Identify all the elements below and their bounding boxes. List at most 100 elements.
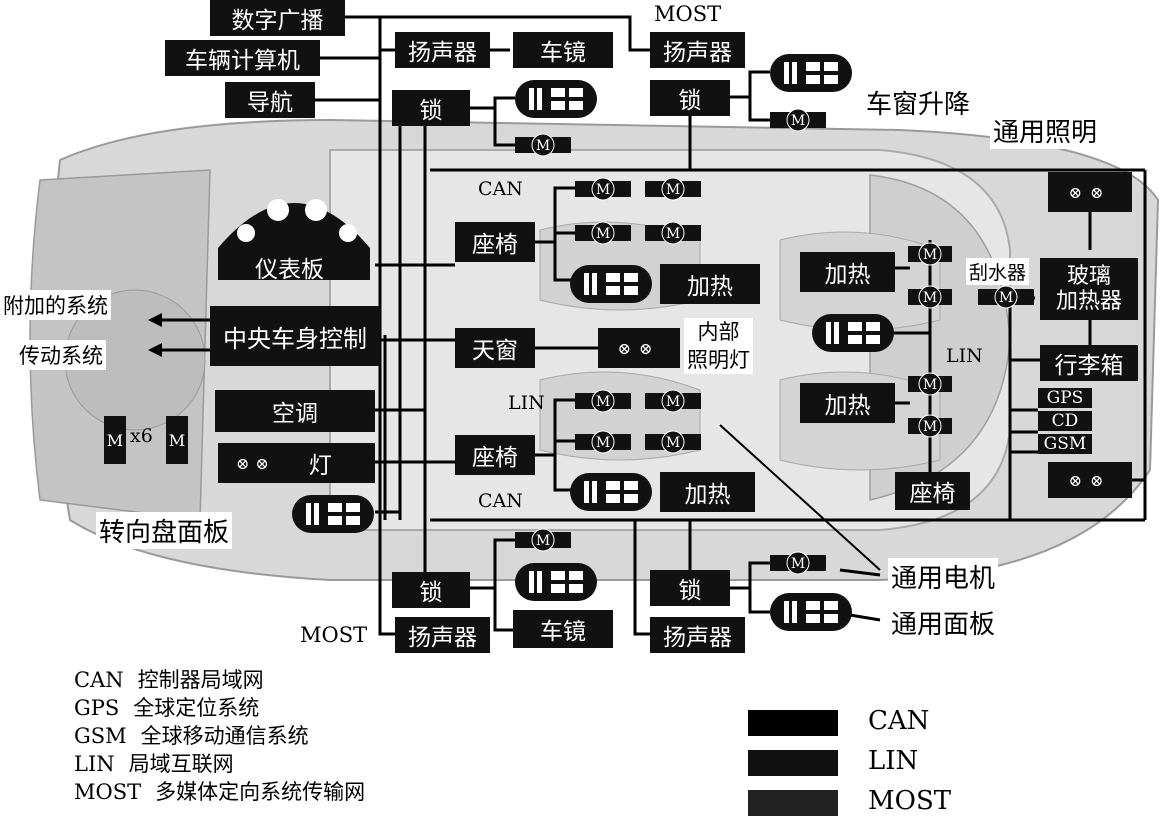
motor-icon: M [770, 108, 826, 132]
motor-icon: M [575, 389, 631, 413]
svg-text:M: M [923, 419, 937, 435]
legend-abbr-description: 控制器局域网 [138, 668, 264, 692]
trunk-box: 行李箱 [1040, 345, 1138, 381]
wiper-label: 刮水器 [966, 258, 1029, 285]
svg-text:M: M [666, 182, 680, 198]
heating-right-upper-box: 加热 [800, 252, 895, 292]
cd-box: CD [1038, 411, 1092, 431]
interior-lights-label: 内部照明灯 [684, 318, 753, 374]
legend-abbr-description: 全球移动通信系统 [141, 724, 309, 748]
motor-icon: M [645, 430, 701, 454]
seat-front-box: 座椅 [455, 222, 535, 262]
motor-icon: M [645, 389, 701, 413]
vehicle-computer-box: 车辆计算机 [165, 40, 320, 76]
central-body-control-box: 中央车身控制 [210, 306, 380, 366]
legend-bus-swatch [748, 710, 838, 736]
heating-right-lower-box: 加热 [800, 383, 895, 423]
speaker-rear-right-box: 扬声器 [650, 617, 745, 653]
general-lighting-lamp-rear-icon: ⊗⊗ [1048, 462, 1132, 498]
motor-icon: M [908, 414, 952, 438]
motor-icon: M [908, 242, 952, 266]
svg-text:M: M [923, 247, 937, 263]
lin-label-right: LIN [946, 345, 983, 367]
lin-label-left: LIN [508, 392, 545, 414]
rear-seat-heat-switch-icon [812, 314, 894, 352]
general-panel-switch-icon [770, 593, 852, 631]
motor-x6-label: x6 [130, 425, 153, 447]
lights-box: ⊗⊗ 灯 [218, 443, 375, 483]
motor-icon: M [575, 430, 631, 454]
legend-abbr-row: GPS 全球定位系统 [74, 692, 259, 722]
general-lighting-lamp-front-icon: ⊗⊗ [1048, 172, 1132, 212]
legend-abbr-description: 全球定位系统 [133, 696, 259, 720]
motor-icon: M [908, 285, 952, 309]
motor-icon: M [575, 177, 631, 201]
steering-panel-label: 转向盘面板 [96, 512, 232, 549]
lock-rear-left-box: 锁 [392, 572, 470, 608]
legend-abbr-description: 多媒体定向系统传输网 [155, 780, 365, 804]
most-label-bottom: MOST [300, 623, 367, 647]
motor-icon: M [978, 285, 1034, 309]
motor-icon: M [645, 177, 701, 201]
motor-icon: M [645, 221, 701, 245]
drive-system-label: 传动系统 [16, 340, 106, 370]
seat-heat-switch-front-icon [570, 265, 652, 303]
svg-text:M: M [596, 182, 610, 198]
speaker-front-left-box: 扬声器 [395, 32, 490, 68]
most-label-top: MOST [654, 2, 721, 26]
lock-front-left-box: 锁 [392, 90, 470, 126]
svg-text:M: M [666, 226, 680, 242]
legend-bus-swatch [748, 750, 838, 776]
motor-icon: M [908, 372, 952, 396]
motor-left-icon: M [104, 416, 126, 464]
legend-bus-name: MOST [868, 786, 951, 816]
mirror-switch-front-icon [515, 80, 597, 118]
legend-abbr-row: LIN局域互联网 [74, 748, 234, 778]
motor-right-icon: M [166, 416, 188, 464]
general-motor-label: 通用电机 [888, 558, 998, 595]
digital-broadcast-box: 数字广播 [210, 0, 345, 36]
legend-abbr-term: LIN [74, 752, 115, 776]
glass-heater-box: 玻璃加热器 [1040, 258, 1138, 320]
window-lift-label: 车窗升降 [866, 84, 970, 121]
svg-text:M: M [791, 556, 805, 572]
legend-abbr-row: CAN 控制器局域网 [74, 664, 264, 694]
motor-icon: M [515, 133, 571, 157]
motor-icon: M [770, 551, 826, 575]
seat-heat-switch-rear-icon [570, 473, 652, 511]
lamp-icon: ⊗⊗ [236, 454, 275, 473]
mirror-front-box: 车镜 [513, 32, 613, 68]
svg-text:M: M [923, 290, 937, 306]
motor-icon: M [575, 221, 631, 245]
gps-box: GPS [1038, 388, 1092, 408]
can-label-lower: CAN [478, 490, 523, 512]
window-switch-front-icon [770, 54, 852, 92]
mirror-switch-rear-icon [515, 563, 597, 601]
sunroof-lamp-icon: ⊗⊗ [598, 328, 680, 368]
steering-switch-panel-icon [292, 495, 374, 533]
svg-text:M: M [999, 290, 1013, 306]
lock-front-right-box: 锁 [650, 80, 730, 116]
motor-icon: M [515, 528, 571, 552]
legend-bus-name: LIN [868, 746, 918, 776]
can-label-upper: CAN [478, 178, 523, 200]
heating-front-box: 加热 [660, 264, 760, 304]
legend-bus-swatch [748, 790, 838, 816]
navigation-box: 导航 [225, 82, 315, 118]
mirror-rear-box: 车镜 [513, 610, 613, 648]
legend-abbr-term: CAN [74, 668, 124, 692]
air-conditioning-box: 空调 [215, 390, 375, 432]
svg-text:M: M [666, 435, 680, 451]
heating-rear-box: 加热 [660, 472, 755, 512]
svg-text:M: M [536, 533, 550, 549]
lights-label: 灯 [309, 446, 332, 480]
svg-text:M: M [923, 377, 937, 393]
general-lighting-label: 通用照明 [990, 112, 1100, 149]
gsm-box: GSM [1038, 434, 1092, 454]
svg-text:M: M [791, 113, 805, 129]
sunroof-box: 天窗 [455, 328, 535, 368]
legend-abbr-term: GPS [74, 696, 119, 720]
